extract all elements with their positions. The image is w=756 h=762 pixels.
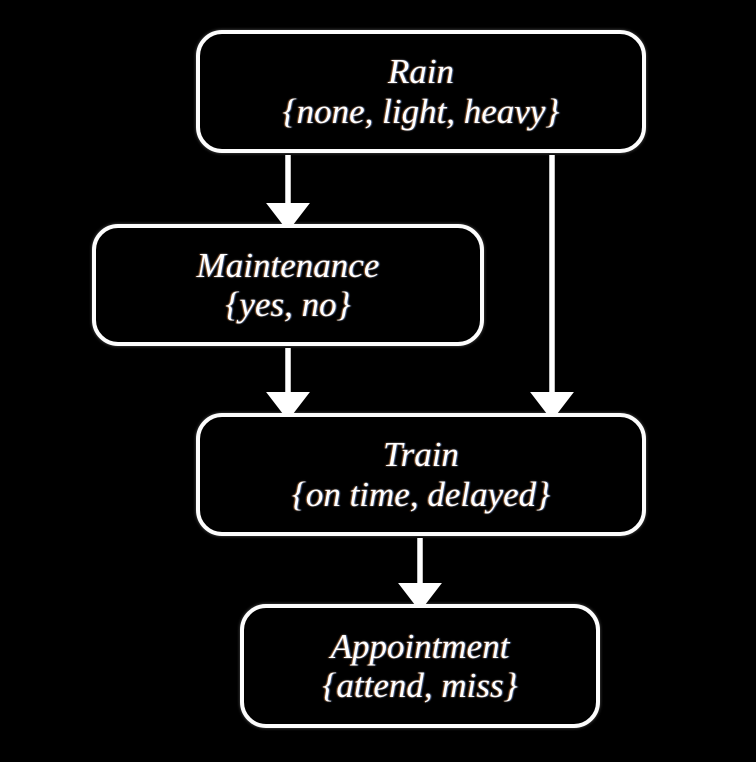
node-maintenance[interactable]: Maintenance {yes, no}	[92, 224, 484, 346]
node-appointment-title: Appointment	[330, 626, 510, 666]
node-rain-states: {none, light, heavy}	[282, 91, 560, 131]
node-train-states: {on time, delayed}	[291, 474, 551, 514]
node-train-title: Train	[383, 435, 459, 475]
node-appointment-states: {attend, miss}	[322, 666, 518, 705]
node-appointment[interactable]: Appointment {attend, miss}	[240, 604, 600, 728]
node-train[interactable]: Train {on time, delayed}	[196, 413, 646, 536]
node-maintenance-title: Maintenance	[196, 245, 380, 285]
node-maintenance-states: {yes, no}	[225, 285, 351, 324]
node-rain-title: Rain	[387, 52, 455, 92]
node-rain[interactable]: Rain {none, light, heavy}	[196, 30, 646, 153]
